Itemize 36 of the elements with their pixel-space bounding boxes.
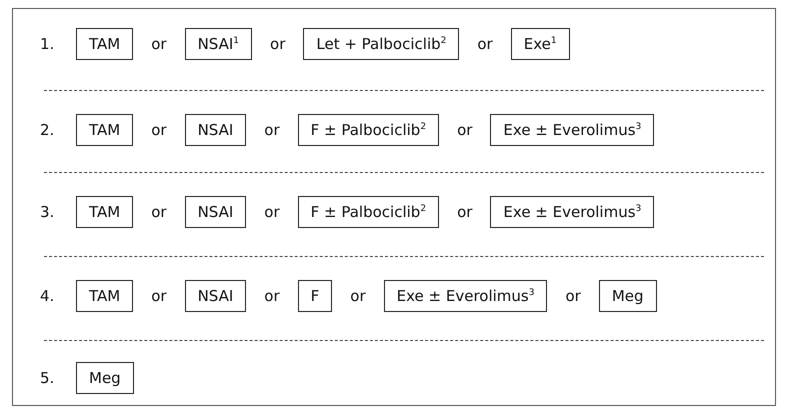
- treatment-box: Let + Palbociclib$^{2}$: [303, 28, 460, 60]
- treatment-box: NSAI: [184, 196, 246, 228]
- treatment-box: Exe ± Everolimus$^{3}$: [490, 114, 654, 146]
- treatment-box: Exe$^{1}$: [510, 28, 570, 60]
- row-number: 1.: [40, 35, 56, 53]
- or-text: or: [264, 121, 280, 139]
- treatment-box: NSAI: [184, 280, 246, 312]
- treatment-box: NSAI$^{1}$: [184, 28, 252, 60]
- treatment-box: F ± Palbociclib$^{2}$: [298, 196, 440, 228]
- treatment-box: TAM: [76, 114, 134, 146]
- treatment-box: Exe ± Everolimus$^{3}$: [490, 196, 654, 228]
- treatment-box: TAM: [76, 196, 134, 228]
- treatment-box: Exe ± Everolimus$^{3}$: [384, 280, 548, 312]
- or-text: or: [565, 287, 581, 305]
- or-text: or: [264, 203, 280, 221]
- row-number: 3.: [40, 203, 56, 221]
- or-text: or: [457, 121, 472, 139]
- or-text: or: [151, 35, 167, 53]
- treatment-box: Meg: [598, 280, 657, 312]
- row-number: 4.: [40, 287, 56, 305]
- treatment-box: TAM: [76, 280, 134, 312]
- treatment-box: F ± Palbociclib$^{2}$: [298, 114, 440, 146]
- treatment-box: F: [298, 280, 332, 312]
- or-text: or: [350, 287, 366, 305]
- or-text: or: [264, 287, 280, 305]
- or-text: or: [270, 35, 286, 53]
- or-text: or: [151, 203, 167, 221]
- row-number: 5.: [40, 369, 56, 387]
- treatment-box: TAM: [76, 28, 134, 60]
- treatment-box: Meg: [76, 362, 134, 394]
- or-text: or: [477, 35, 493, 53]
- row-number: 2.: [40, 121, 56, 139]
- or-text: or: [457, 203, 472, 221]
- or-text: or: [151, 287, 167, 305]
- treatment-box: NSAI: [184, 114, 246, 146]
- or-text: or: [151, 121, 167, 139]
